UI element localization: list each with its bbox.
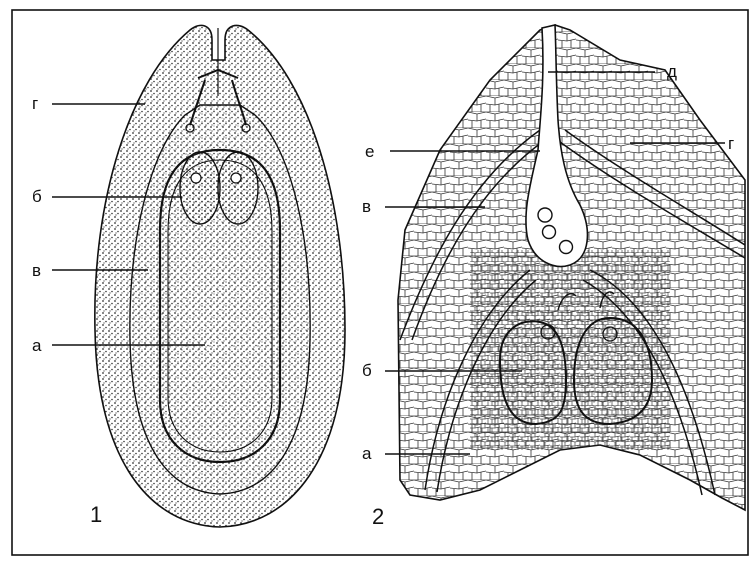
synergid-left (180, 152, 220, 224)
embryo-sac-right (574, 318, 652, 424)
figure-number-2: 2 (372, 504, 384, 529)
nucleus-right (231, 173, 241, 183)
figure-number-1: 1 (90, 502, 102, 527)
label-b-fig1: б (32, 187, 42, 206)
figure-2-section (398, 25, 745, 510)
label-g-fig2: г (728, 134, 734, 153)
figure-1-ovule (95, 25, 345, 527)
embryo-sac-left (500, 321, 566, 424)
label-b-fig2: б (362, 361, 372, 380)
label-e-fig2: е (365, 142, 374, 161)
label-v-fig2: в (362, 197, 371, 216)
nucleus-left (191, 173, 201, 183)
label-d-fig2: д (667, 62, 677, 81)
synergid-right (218, 152, 258, 224)
label-a-fig2: а (362, 444, 372, 463)
label-v-fig1: в (32, 261, 41, 280)
label-a-fig1: а (32, 336, 42, 355)
label-g-fig1: г (32, 94, 38, 113)
